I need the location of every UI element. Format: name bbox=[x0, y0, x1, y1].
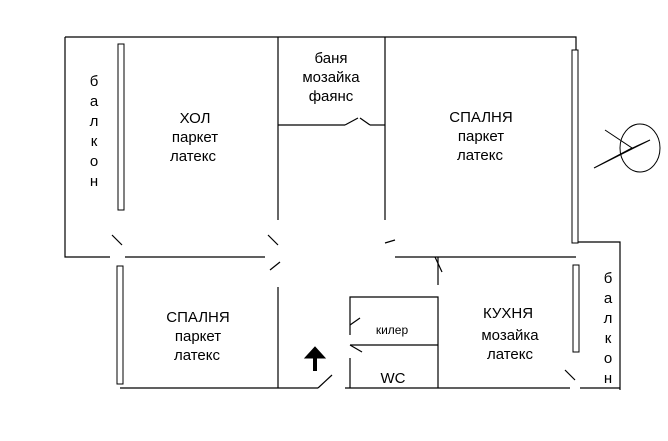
room-storage-name: килер bbox=[376, 323, 409, 337]
balcony-west-letter: а bbox=[90, 93, 99, 110]
room-bath: баня мозайка фаянс bbox=[302, 50, 360, 105]
balcony-east-letter: н bbox=[604, 370, 612, 387]
balcony-east-label: б а л к о н bbox=[604, 270, 613, 387]
balcony-west-label: б а л к о н bbox=[90, 73, 99, 190]
room-kitchen-name: КУХНЯ bbox=[483, 305, 533, 322]
outer-wall-left bbox=[64, 37, 110, 258]
room-bedroom-east-walls: латекс bbox=[457, 147, 504, 164]
room-bath-walls: фаянс bbox=[309, 88, 354, 105]
entrance-arrow-icon bbox=[303, 346, 327, 371]
room-living-walls: латекс bbox=[170, 148, 217, 165]
room-bedroom-south-name: СПАЛНЯ bbox=[166, 309, 229, 326]
balcony-west-letter: л bbox=[90, 113, 99, 130]
storage-wall bbox=[349, 296, 439, 388]
room-bath-floor: мозайка bbox=[302, 69, 360, 86]
room-bedroom-east: СПАЛНЯ паркет латекс bbox=[449, 109, 512, 164]
room-living-name: ХОЛ bbox=[180, 110, 211, 127]
room-bedroom-east-floor: паркет bbox=[458, 128, 504, 145]
balcony-east-letter: б bbox=[604, 270, 613, 287]
balcony-east-letter: л bbox=[604, 310, 613, 327]
room-living: ХОЛ паркет латекс bbox=[170, 110, 218, 165]
room-kitchen-floor: мозайка bbox=[481, 327, 539, 344]
room-bedroom-south-floor: паркет bbox=[175, 328, 221, 345]
room-living-floor: паркет bbox=[172, 129, 218, 146]
room-kitchen-walls: латекс bbox=[487, 346, 534, 363]
window-bedroom-east bbox=[571, 49, 579, 244]
balcony-east-letter: о bbox=[604, 350, 612, 367]
room-bath-name: баня bbox=[315, 50, 348, 67]
room-kitchen: КУХНЯ мозайка латекс bbox=[481, 305, 539, 363]
north-arrow-icon bbox=[593, 123, 661, 173]
window-living-west bbox=[117, 43, 125, 211]
room-bedroom-south-walls: латекс bbox=[174, 347, 221, 364]
window-bedroom-south bbox=[116, 265, 124, 385]
room-wc-name: WC bbox=[381, 370, 406, 387]
balcony-west-letter: о bbox=[90, 153, 98, 170]
room-bedroom-south: СПАЛНЯ паркет латекс bbox=[166, 309, 229, 364]
balcony-west-letter: к bbox=[91, 133, 98, 150]
balcony-east-letter: а bbox=[604, 290, 613, 307]
balcony-west-letter: н bbox=[90, 173, 98, 190]
window-kitchen-east bbox=[572, 264, 580, 353]
windows bbox=[116, 43, 580, 385]
balcony-west-letter: б bbox=[90, 73, 99, 90]
room-bedroom-east-name: СПАЛНЯ bbox=[449, 109, 512, 126]
balcony-east-letter: к bbox=[605, 330, 612, 347]
